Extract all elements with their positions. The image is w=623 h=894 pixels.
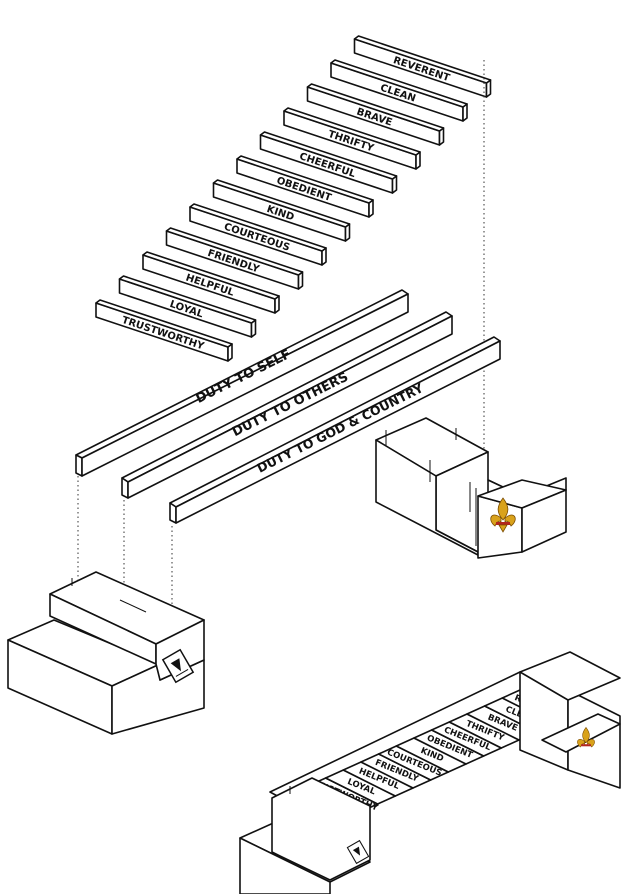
- assembled-tread-obedient: OBEDIENT: [413, 729, 485, 765]
- fleur-de-lis-icon: [490, 497, 516, 533]
- rank-badge-icon: [346, 839, 370, 865]
- tread-kind: KIND: [212, 179, 351, 242]
- right-abutment: [375, 417, 567, 559]
- exploded-treads: TRUSTWORTHYLOYALHELPFULFRIENDLYCOURTEOUS…: [95, 35, 492, 362]
- rank-badge-icon: [161, 648, 195, 684]
- assembled-bridge: TRUSTWORTHYLOYALHELPFULFRIENDLYCOURTEOUS…: [239, 651, 621, 894]
- fleur-de-lis-icon: [577, 726, 595, 748]
